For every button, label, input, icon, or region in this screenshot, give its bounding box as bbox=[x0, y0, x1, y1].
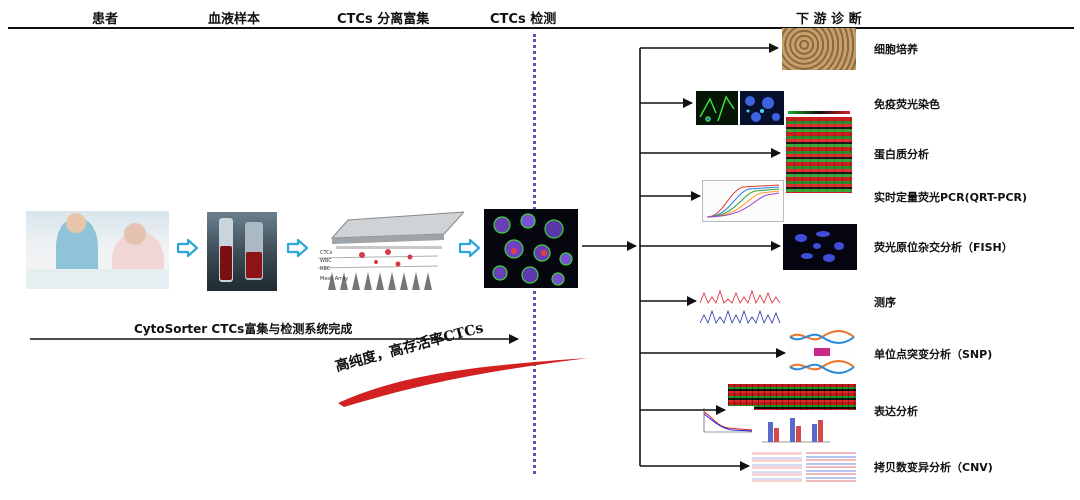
device-label-ctcs: CTCs bbox=[320, 250, 333, 256]
protein-heatmap-thumbnail bbox=[786, 117, 852, 193]
output-label-fish: 荧光原位杂交分析（FISH） bbox=[874, 241, 1013, 254]
expression-bars-thumbnail bbox=[760, 414, 832, 444]
header-downstream: 下 游 诊 断 bbox=[796, 12, 862, 27]
cnv-thumbnail-2 bbox=[806, 452, 856, 482]
process-arrow-3 bbox=[458, 238, 481, 258]
expression-heatmap-thumbnail bbox=[728, 384, 856, 410]
output-label-sequencing: 测序 bbox=[874, 296, 896, 309]
output-label-cnv: 拷贝数变异分析（CNV) bbox=[874, 461, 993, 474]
cnv-thumbnail-1 bbox=[752, 452, 802, 482]
output-label-expression: 表达分析 bbox=[874, 405, 918, 418]
output-label-snp: 单位点突变分析（SNP) bbox=[874, 348, 993, 361]
fish-thumbnail bbox=[783, 224, 857, 270]
output-label-cell-culture: 细胞培养 bbox=[874, 43, 918, 56]
process-arrow-2 bbox=[286, 238, 309, 258]
snp-dna-thumbnail bbox=[788, 329, 856, 377]
immunofluorescence-thumbnail-1 bbox=[696, 91, 738, 125]
system-caption: CytoSorter CTCs富集与检测系统完成 bbox=[134, 322, 353, 336]
blood-sample-photo bbox=[207, 212, 277, 291]
device-label-wbc: WBC bbox=[320, 258, 332, 264]
patient-photo bbox=[26, 211, 169, 289]
header-rule bbox=[8, 27, 1074, 29]
expression-curve-thumbnail bbox=[698, 406, 754, 434]
ctc-fluorescence-image bbox=[484, 209, 578, 288]
output-label-qpcr: 实时定量荧光PCR(QRT-PCR) bbox=[874, 191, 1028, 204]
sequencing-chromatogram-thumbnail bbox=[700, 287, 784, 327]
qpcr-curves-thumbnail bbox=[702, 180, 784, 222]
protein-scale-bar bbox=[788, 111, 850, 114]
header-detection: CTCs 检测 bbox=[490, 12, 557, 27]
output-label-protein-analysis: 蛋白质分析 bbox=[874, 148, 929, 161]
process-arrow-1 bbox=[176, 238, 199, 258]
cell-culture-thumbnail bbox=[782, 28, 856, 70]
device-label-rbc: RBC bbox=[320, 266, 331, 272]
header-enrichment: CTCs 分离富集 bbox=[337, 12, 430, 27]
process-arrows bbox=[176, 238, 481, 258]
output-label-immunofluorescence: 免疫荧光染色 bbox=[874, 98, 940, 111]
header-blood-sample: 血液样本 bbox=[208, 12, 261, 27]
immunofluorescence-thumbnail-2 bbox=[740, 91, 784, 125]
branch-arrows bbox=[640, 43, 786, 471]
header-patient: 患者 bbox=[92, 12, 119, 27]
enrichment-device-illustration: CTCs WBC RBC Mesh Array bbox=[318, 210, 464, 290]
device-label-mesh: Mesh Array bbox=[320, 276, 349, 282]
